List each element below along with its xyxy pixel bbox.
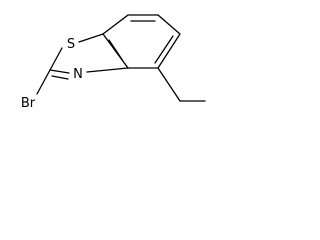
bond-c6-c5 [157,14,181,35]
bond-n-c3a [86,67,129,73]
bond-c7a-s [78,33,104,43]
atom-label-nitrogen: N [73,67,83,82]
thiazole-ring [49,33,129,80]
bond-s-c2 [49,47,63,71]
atom-label-bromine: Br [21,96,36,111]
bond-c2-br [36,69,51,95]
bond-c4-ch2 [157,67,181,102]
benzene-ring [102,14,181,69]
bond-c3a-c7a-inner [108,39,124,62]
bond-c5-c4-inner [154,35,174,64]
bond-c3a-c7a [102,33,129,69]
bond-c7a-c7 [102,14,129,35]
substituents [36,67,206,102]
bond-c2-n [49,69,70,74]
benzothiazole-structure-diagram: S N Br [21,14,206,111]
bond-c2-n-inner [51,75,69,80]
bond-c5-c4 [157,33,181,69]
atom-label-sulfur: S [67,37,75,52]
